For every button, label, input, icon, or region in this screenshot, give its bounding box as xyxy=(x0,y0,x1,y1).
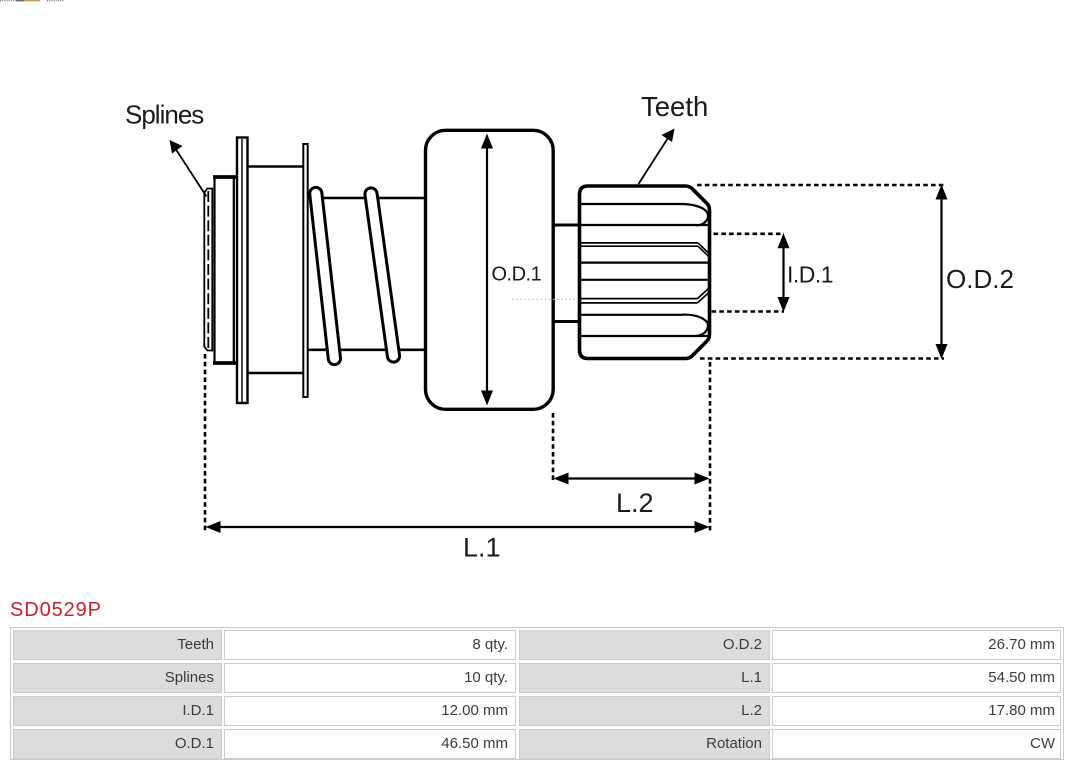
svg-text:L.2: L.2 xyxy=(616,488,654,518)
svg-text:Splines: Splines xyxy=(125,100,204,130)
svg-text:I.D.1: I.D.1 xyxy=(787,262,833,288)
svg-text:Teeth: Teeth xyxy=(641,91,708,122)
svg-text:O.D.1: O.D.1 xyxy=(492,264,542,286)
svg-text:O.D.2: O.D.2 xyxy=(946,264,1014,294)
svg-text:L.1: L.1 xyxy=(463,533,501,563)
